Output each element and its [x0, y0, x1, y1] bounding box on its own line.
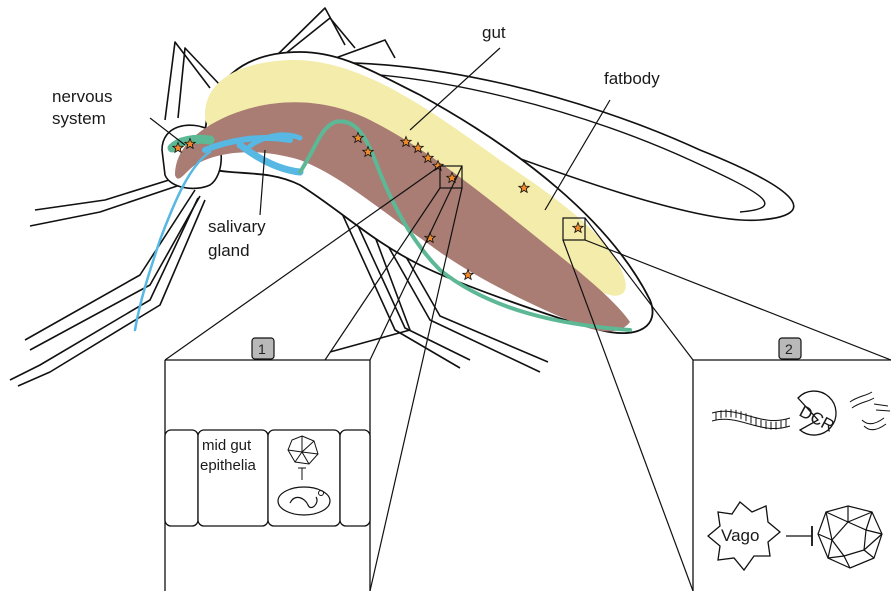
label-gut: gut — [482, 23, 506, 42]
epithelial-cell-right — [340, 430, 370, 526]
label-salivary: salivary — [208, 217, 266, 236]
label-gland: gland — [208, 241, 250, 260]
label-system: system — [52, 109, 106, 128]
vago-label: Vago — [721, 526, 759, 545]
cell-label-line2: epithelia — [200, 457, 257, 474]
panel-2-number: 2 — [785, 341, 793, 357]
panel-1-number: 1 — [258, 341, 266, 357]
epithelial-cell-left — [165, 430, 198, 526]
cell-label-line1: mid gut — [202, 437, 252, 454]
label-fatbody: fatbody — [604, 69, 660, 88]
panel-2-fatbody: 2 DCR Vago — [693, 338, 891, 591]
label-nervous: nervous — [52, 87, 112, 106]
panel-1-midgut: 1 mid gut epithelia — [165, 338, 370, 591]
